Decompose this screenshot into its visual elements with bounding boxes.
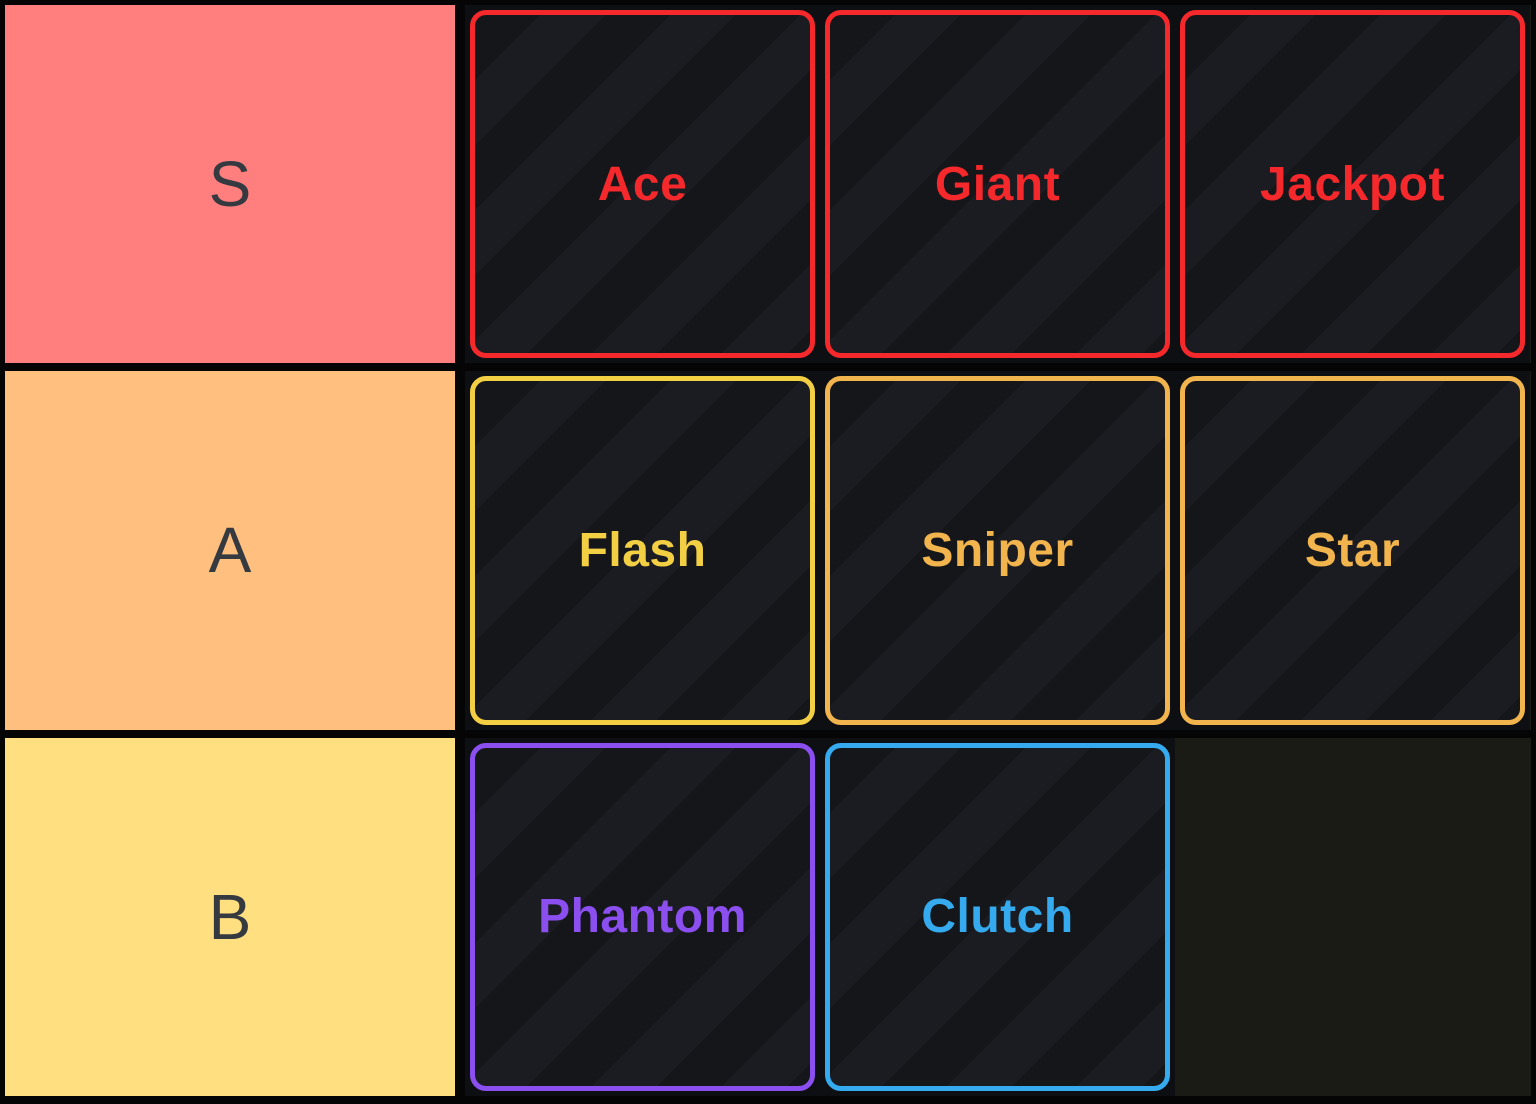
item-ace[interactable]: Ace (465, 5, 820, 364)
item-name-label: Flash (578, 523, 707, 577)
item-sniper[interactable]: Sniper (820, 371, 1175, 730)
tier-row-s-items: Ace Giant Jackpot (465, 5, 1531, 364)
item-card: Flash (470, 376, 815, 725)
tier-label-text: S (208, 148, 252, 221)
tier-row-a: A Flash Sniper Star (5, 371, 1531, 730)
tier-label-a[interactable]: A (5, 371, 455, 730)
item-name-label: Ace (597, 157, 688, 211)
item-card: Giant (825, 10, 1170, 359)
item-name-label: Giant (934, 157, 1061, 211)
item-flash[interactable]: Flash (465, 371, 820, 730)
item-card: Jackpot (1180, 10, 1525, 359)
item-name-label: Phantom (538, 890, 747, 944)
tier-row-b-items: Phantom Clutch (465, 737, 1531, 1096)
item-name-label: Jackpot (1260, 157, 1445, 211)
item-card: Star (1180, 376, 1525, 725)
item-card: Phantom (470, 742, 815, 1091)
item-phantom[interactable]: Phantom (465, 737, 820, 1096)
tier-row-a-items: Flash Sniper Star (465, 371, 1531, 730)
item-name-label: Sniper (921, 523, 1074, 577)
item-name-label: Star (1304, 523, 1401, 577)
item-star[interactable]: Star (1175, 371, 1530, 730)
item-card: Sniper (825, 376, 1170, 725)
item-card: Clutch (825, 742, 1170, 1091)
tier-label-text: A (208, 514, 252, 587)
tier-label-b[interactable]: B (5, 737, 455, 1096)
item-giant[interactable]: Giant (820, 5, 1175, 364)
item-card: Ace (470, 10, 815, 359)
item-jackpot[interactable]: Jackpot (1175, 5, 1530, 364)
item-name-label: Clutch (921, 890, 1074, 944)
tier-row-s: S Ace Giant Jackpot (5, 5, 1531, 364)
tier-label-text: B (208, 880, 252, 953)
item-clutch[interactable]: Clutch (820, 737, 1175, 1096)
tier-label-s[interactable]: S (5, 5, 455, 364)
tier-row-b: B Phantom Clutch (5, 737, 1531, 1096)
